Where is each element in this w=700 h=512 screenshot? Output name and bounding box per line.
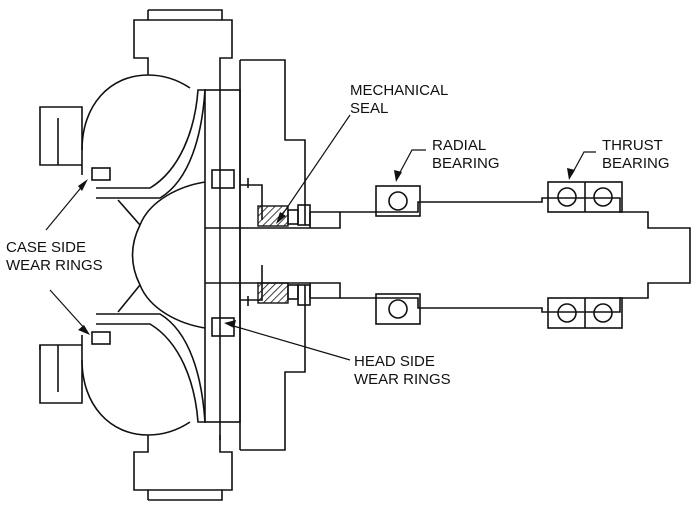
leader-head-side (224, 320, 351, 361)
suction-nozzle-bottom (39, 344, 83, 404)
head-wear-ring-bottom (211, 317, 235, 337)
label-thrust-bearing-line1: THRUST (602, 137, 663, 154)
back-plate (204, 89, 241, 423)
leader-case-side-bottom (49, 289, 90, 335)
label-case-side-line1: CASE SIDE (6, 239, 86, 256)
leader-mechanical-seal (276, 114, 351, 224)
shaft (205, 197, 691, 313)
head-wear-ring-top (211, 169, 235, 189)
label-head-side-line2: WEAR RINGS (354, 371, 451, 388)
label-case-side-line2: WEAR RINGS (6, 257, 103, 274)
radial-bearing-top (375, 185, 421, 217)
radial-bearing-bottom (375, 293, 421, 325)
label-mechanical-seal-line1: MECHANICAL (350, 82, 448, 99)
suction-nozzle-top (39, 106, 83, 166)
thrust-bearing-top (547, 181, 623, 213)
case-wear-ring-top (91, 167, 111, 181)
label-radial-bearing-line1: RADIAL (432, 137, 486, 154)
casing-flange-bottom (133, 435, 233, 501)
impeller-hub (131, 181, 206, 329)
leader-thrust-bearing (567, 151, 596, 180)
label-head-side-line1: HEAD SIDE (354, 353, 435, 370)
casing-flange-top (133, 9, 233, 75)
case-wear-ring-bottom (91, 331, 111, 345)
thrust-bearing-bottom (547, 297, 623, 329)
impeller-shroud-top (96, 89, 206, 199)
impeller-shroud-bottom (96, 313, 206, 423)
label-mechanical-seal-line2: SEAL (350, 100, 388, 117)
label-thrust-bearing-line2: BEARING (602, 155, 670, 172)
label-radial-bearing-line2: BEARING (432, 155, 500, 172)
mechanical-seal-bottom (257, 282, 289, 304)
leader-case-side-top (45, 179, 88, 231)
leader-radial-bearing (394, 149, 426, 182)
